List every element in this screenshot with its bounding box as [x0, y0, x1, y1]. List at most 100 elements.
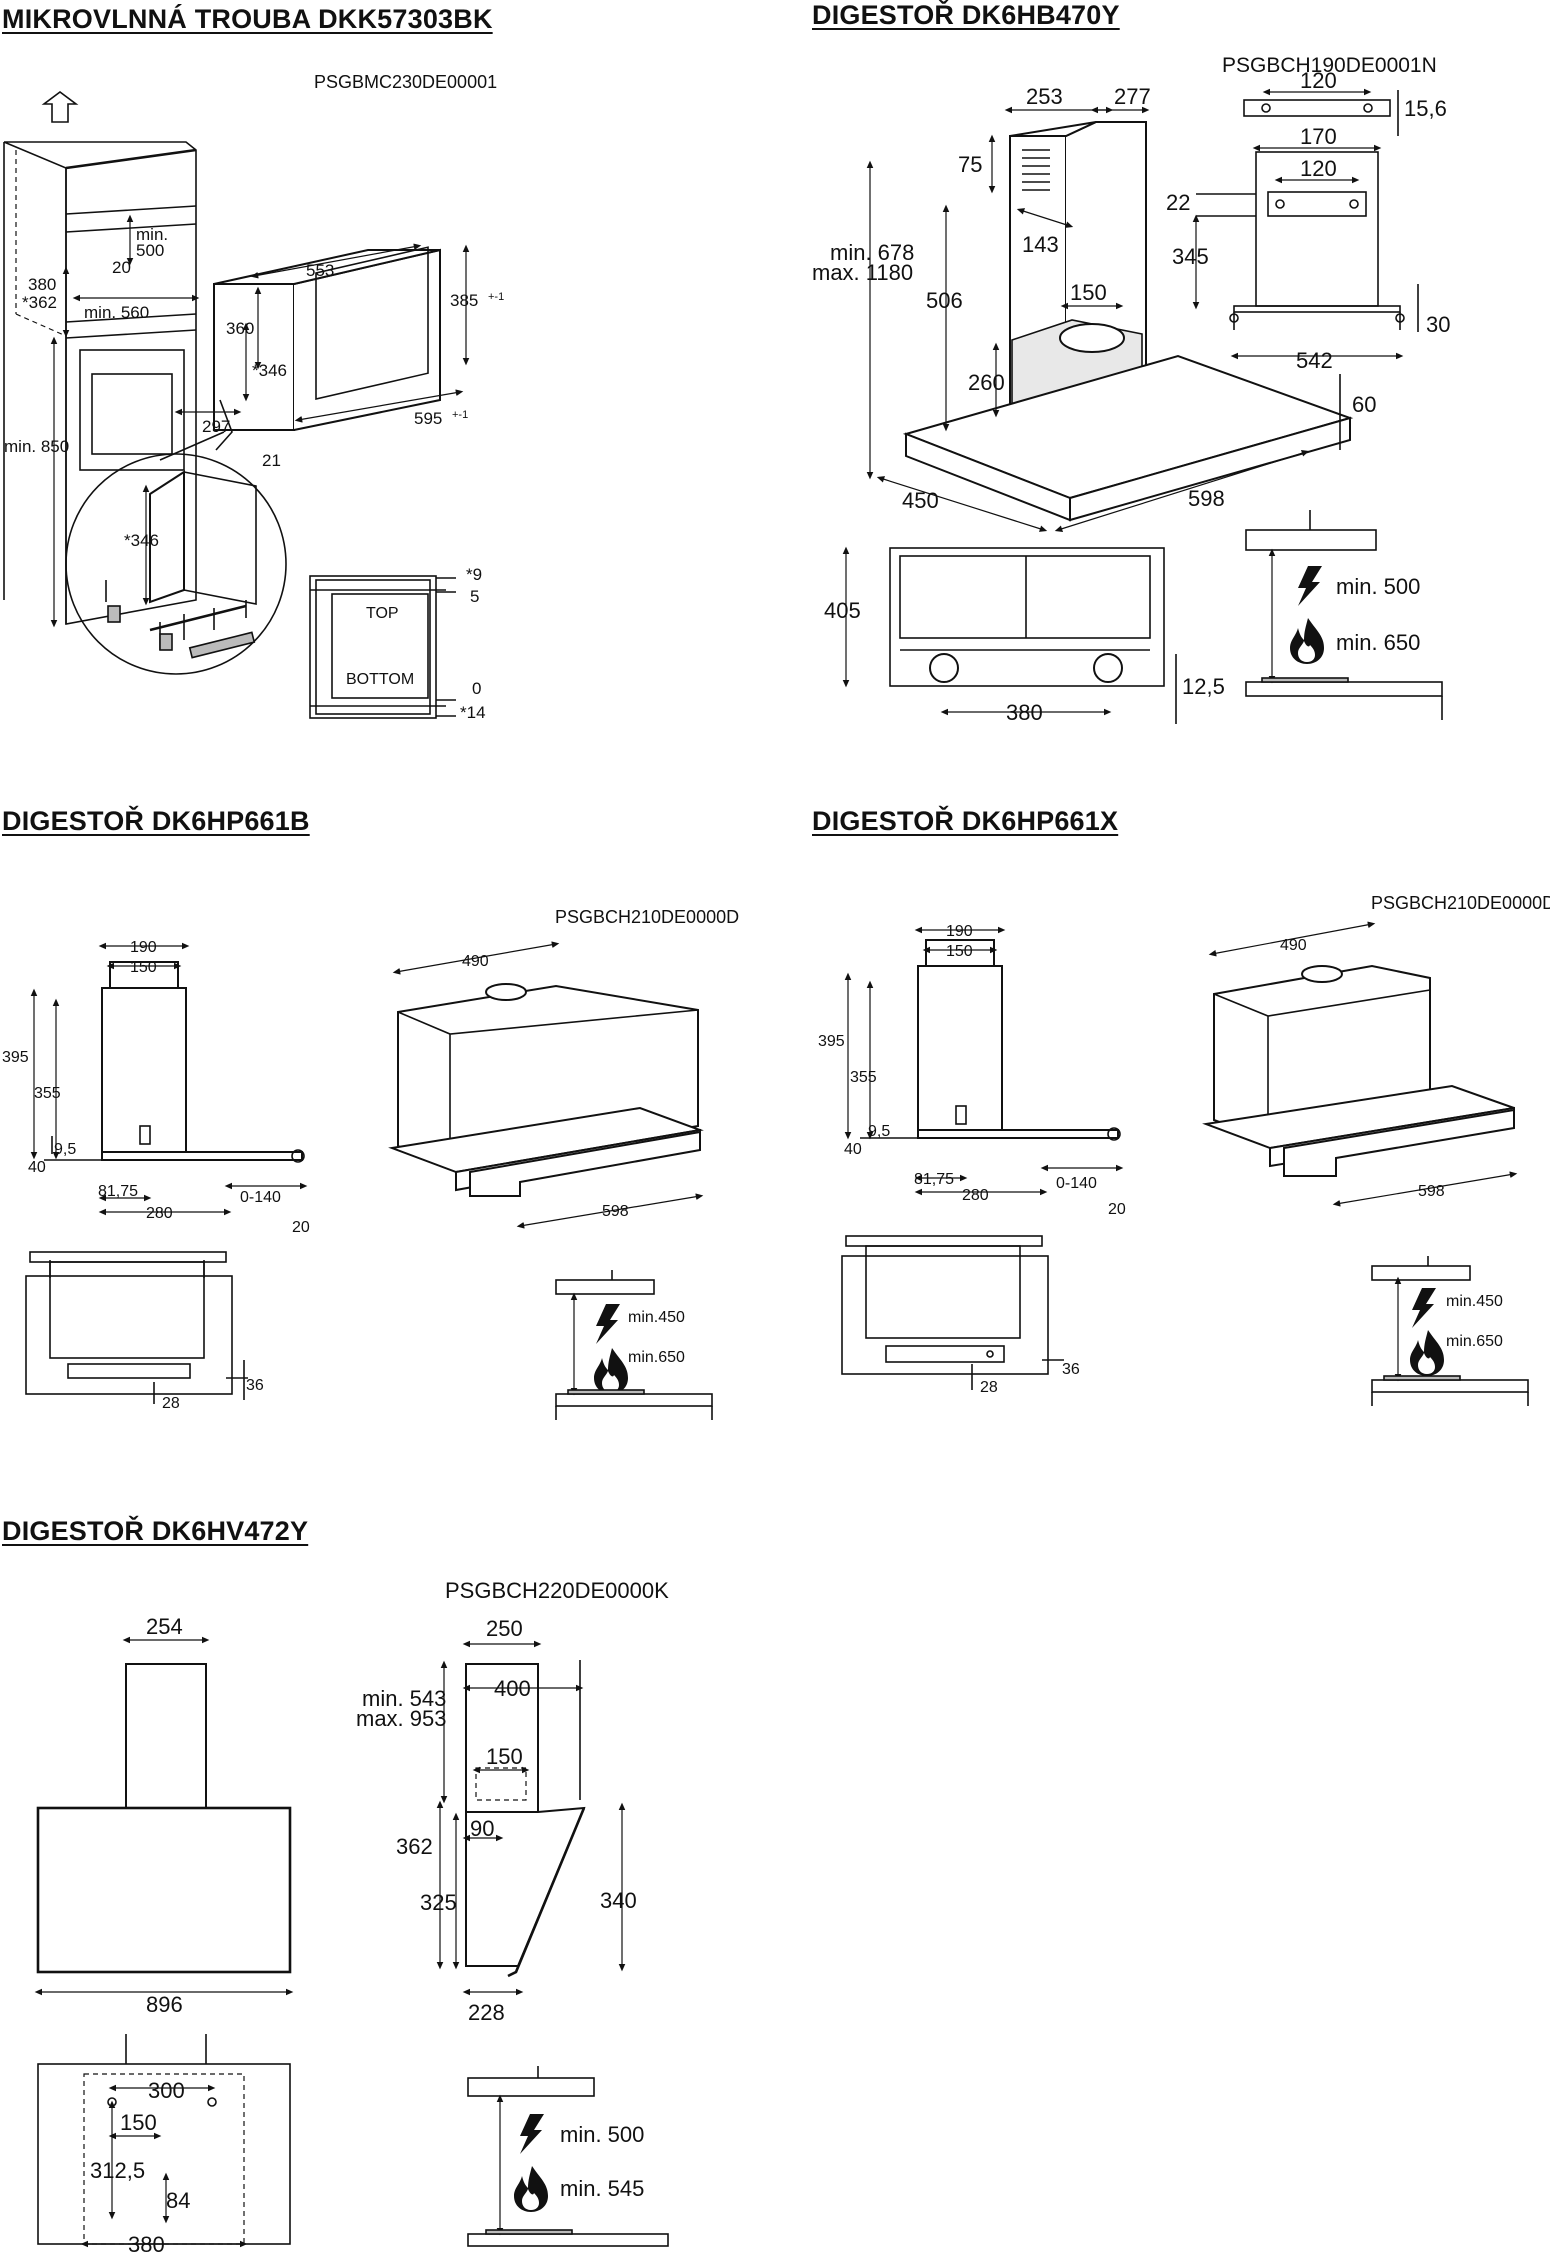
hpb-d40: 40	[28, 1159, 46, 1176]
hpx-min450: min.450	[1446, 1293, 1503, 1310]
code-dk6hb470y: PSGBCH190DE0001N	[1222, 54, 1437, 77]
hpx-d280: 280	[962, 1187, 989, 1204]
hv-d84: 84	[166, 2188, 190, 2213]
title-dk6hv472y: DIGESTOŘ DK6HV472Y	[2, 1516, 309, 1546]
mw-tol-595: +-1	[452, 409, 468, 421]
hb-max1180: max. 1180	[812, 260, 913, 285]
hb-d15-6: 15,6	[1404, 96, 1447, 121]
code-dk6hv472y: PSGBCH220DE0000K	[445, 1578, 669, 1603]
hb-d253: 253	[1026, 84, 1063, 109]
hb-d22: 22	[1166, 190, 1190, 215]
hpx-min650: min.650	[1446, 1333, 1503, 1350]
hpx-gas-icon	[1410, 1330, 1444, 1376]
hpb-d355: 355	[34, 1085, 61, 1102]
hv-d312-5: 312,5	[90, 2158, 145, 2183]
hpx-d40: 40	[844, 1141, 862, 1158]
code-dk6hp661b: PSGBCH210DE0000D	[555, 907, 740, 927]
hb-d260: 260	[968, 370, 1005, 395]
hv-d150-side: 150	[486, 1744, 523, 1769]
mw-d362: *362	[22, 293, 57, 312]
title-dk6hp661x: DIGESTOŘ DK6HP661X	[812, 806, 1119, 836]
hb-d450: 450	[902, 488, 939, 513]
mw-d595: 595	[414, 409, 442, 428]
hv-d254: 254	[146, 1614, 183, 1639]
hv-d896: 896	[146, 1992, 183, 2017]
hb-min650: min. 650	[1336, 630, 1420, 655]
hpb-d490: 490	[462, 953, 489, 970]
title-dk6hp661b: DIGESTOŘ DK6HP661B	[2, 806, 310, 836]
dk6hp661x-drawing: 190 150 395 355 9,5 40 81,75 280 0-140 2…	[818, 921, 1529, 1406]
hb-d598: 598	[1188, 486, 1225, 511]
hb-gas-icon	[1290, 618, 1324, 664]
mw-d346: *346	[252, 361, 287, 380]
hb-d542: 542	[1296, 348, 1333, 373]
hpx-d36: 36	[1062, 1361, 1080, 1378]
hv-d150: 150	[120, 2110, 157, 2135]
hpb-d9-5: 9,5	[54, 1141, 76, 1158]
dk6hb470y-drawing: 253 277 75 143 min. 678 max. 1180 506 15…	[812, 68, 1450, 725]
mw-d380: 380	[28, 275, 56, 294]
hv-d340: 340	[600, 1888, 637, 1913]
hpb-d0-140: 0-140	[240, 1189, 281, 1206]
hv-min500: min. 500	[560, 2122, 644, 2147]
hb-electric-icon	[1298, 566, 1322, 606]
mw-d20: 20	[112, 258, 131, 277]
hpx-d9-5: 9,5	[868, 1123, 890, 1140]
hv-d250: 250	[486, 1616, 523, 1641]
hb-d30: 30	[1426, 312, 1450, 337]
mw-label-bottom: BOTTOM	[346, 671, 414, 688]
hpb-d190: 190	[130, 939, 157, 956]
mw-d385: 385	[450, 291, 478, 310]
mw-min500-b: 500	[136, 241, 164, 260]
hb-d345: 345	[1172, 244, 1209, 269]
code-dk6hp661x: PSGBCH210DE0000D	[1371, 893, 1550, 913]
hpb-d280: 280	[146, 1205, 173, 1222]
dk6hv472y-drawing: 254 896 300 150 312,5 84 380 250 400 min…	[34, 1614, 669, 2254]
hb-d506: 506	[926, 288, 963, 313]
microwave-drawing: min. 500 20 380 *362 min. 560 min. 850 5…	[3, 91, 504, 722]
mw-d5: 5	[470, 587, 479, 606]
mw-d360: 360	[226, 319, 254, 338]
mw-d21: 21	[262, 451, 281, 470]
hv-min543: min. 543	[362, 1686, 446, 1711]
hv-d400: 400	[494, 1676, 531, 1701]
hpx-d20: 20	[1108, 1201, 1126, 1218]
mw-d346-detail: *346	[124, 531, 159, 550]
hpb-min650: min.650	[628, 1349, 685, 1366]
mw-min850: min. 850	[4, 437, 69, 456]
hb-min500: min. 500	[1336, 574, 1420, 599]
hpb-min450: min.450	[628, 1309, 685, 1326]
hb-d12-5: 12,5	[1182, 674, 1225, 699]
hb-d170: 170	[1300, 124, 1337, 149]
hv-d325: 325	[420, 1890, 457, 1915]
hv-d362: 362	[396, 1834, 433, 1859]
hpx-d395: 395	[818, 1033, 845, 1050]
hpx-d355: 355	[850, 1069, 877, 1086]
title-dk6hb470y: DIGESTOŘ DK6HB470Y	[812, 0, 1120, 30]
hpb-d150: 150	[130, 959, 157, 976]
hv-electric-icon	[520, 2114, 544, 2154]
hpx-d150: 150	[946, 943, 973, 960]
hb-d120-top: 120	[1300, 68, 1337, 93]
hb-d143: 143	[1022, 232, 1059, 257]
hpx-d28: 28	[980, 1379, 998, 1396]
hb-d150: 150	[1070, 280, 1107, 305]
mw-d9: *9	[466, 565, 482, 584]
hb-min678: min. 678	[830, 240, 914, 265]
hv-d300: 300	[148, 2078, 185, 2103]
hpb-electric-icon	[596, 1304, 620, 1344]
mw-d14: *14	[460, 703, 486, 722]
hpb-d20: 20	[292, 1219, 310, 1236]
mw-min500-a: min.	[136, 225, 168, 244]
hb-d405: 405	[824, 598, 861, 623]
hb-d380: 380	[1006, 700, 1043, 725]
hv-d380: 380	[128, 2232, 165, 2254]
hpb-d598: 598	[602, 1203, 629, 1220]
code-microwave: PSGBMC230DE00001	[314, 72, 498, 92]
hb-d277: 277	[1114, 84, 1151, 109]
hb-d60: 60	[1352, 392, 1376, 417]
mw-min560: min. 560	[84, 303, 149, 322]
hb-d75: 75	[958, 152, 982, 177]
hpx-electric-icon	[1412, 1288, 1436, 1328]
